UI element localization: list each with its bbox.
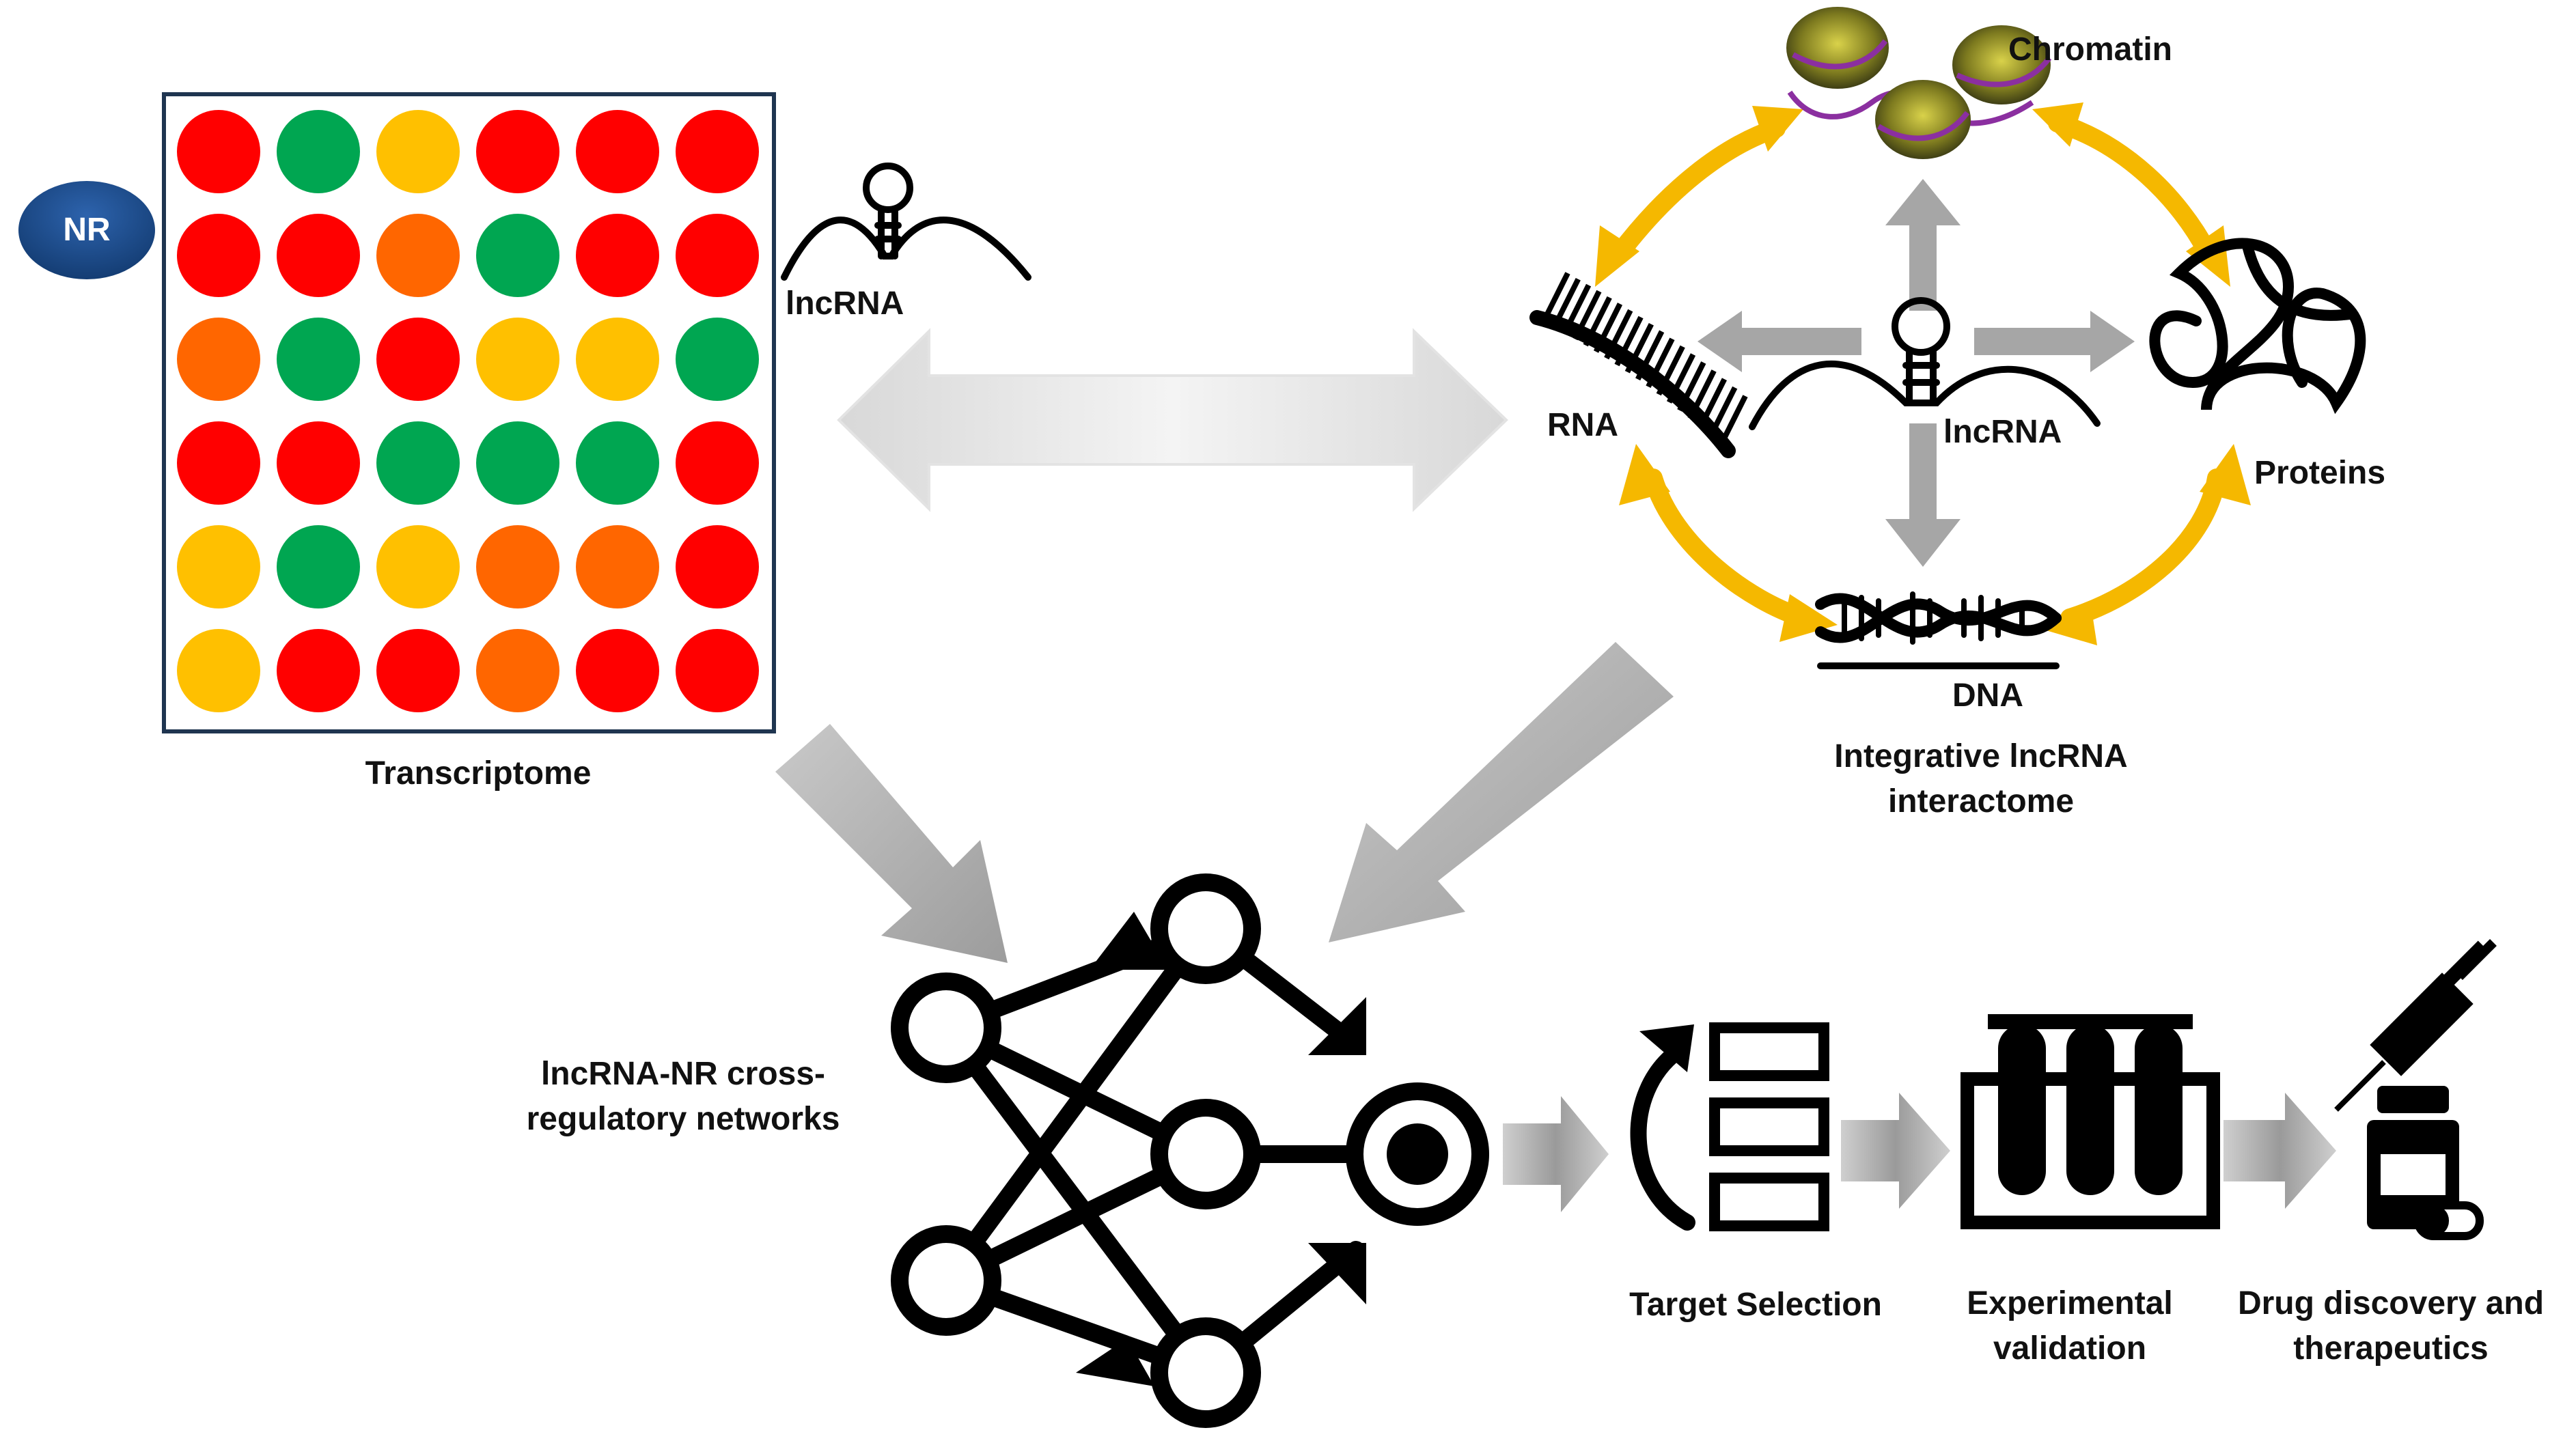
rna-tooth <box>1666 353 1696 404</box>
syringe-icon <box>2334 939 2497 1112</box>
arrow-interactome-to-network <box>1329 642 1674 942</box>
network-icon <box>891 873 1489 1428</box>
transcriptome-dot <box>676 318 759 401</box>
nr-badge <box>18 181 155 279</box>
transcriptome-dot <box>177 318 260 401</box>
lncrna-label-center: lncRNA <box>1943 414 2062 450</box>
network-label-line1: lncRNA-NR cross- <box>540 1056 826 1092</box>
drug-discovery-label: Drug discovery and therapeutics <box>2220 1281 2562 1371</box>
rna-tooth <box>1593 303 1623 353</box>
transcriptome-dot <box>376 629 460 712</box>
transcriptome-dot <box>576 525 659 608</box>
pipeline-arrows <box>1503 1093 2336 1212</box>
rna-tooth <box>1708 386 1738 437</box>
interactome-caption: Integrative lncRNA interactome <box>1749 734 2213 824</box>
rna-tooth <box>1604 309 1633 360</box>
transcriptome-dot <box>676 525 759 608</box>
rna-label: RNA <box>1547 407 1618 443</box>
test-tubes-icon <box>1961 1014 2220 1229</box>
interaction-arrowheads <box>1595 102 2251 645</box>
drug-discovery-label-line1: Drug discovery and <box>2237 1285 2545 1321</box>
proteins-icon <box>2149 238 2366 415</box>
transcriptome-dot <box>376 318 460 401</box>
rna-tooth <box>1687 369 1717 420</box>
transcriptome-dot <box>277 421 360 505</box>
lncrna-hairpin-center-icon <box>1749 297 2101 430</box>
medicine-bottle-icon <box>2367 1086 2484 1240</box>
rna-tooth <box>1573 290 1602 341</box>
transcriptome-dot <box>676 629 759 712</box>
rna-tooth <box>1698 378 1727 428</box>
lncrna-label-left: lncRNA <box>786 285 904 322</box>
rna-icon <box>1529 272 1748 458</box>
transcriptome-dot <box>476 421 559 505</box>
transcriptome-dot <box>576 214 659 297</box>
target-selection-label: Target Selection <box>1629 1287 1882 1323</box>
transcriptome-dot <box>576 629 659 712</box>
dna-icon <box>1815 591 2062 669</box>
rna-tooth <box>1614 316 1644 367</box>
transcriptome-dot <box>277 110 360 193</box>
proteins-label: Proteins <box>2254 455 2386 491</box>
arrow-transcriptome-to-network <box>775 724 1008 963</box>
transcriptome-dot <box>277 318 360 401</box>
transcriptome-dot <box>376 110 460 193</box>
rna-tooth <box>1624 322 1654 374</box>
drug-discovery-label-line2: therapeutics <box>2293 1330 2489 1367</box>
validation-label: Experimental validation <box>1913 1281 2227 1371</box>
transcriptome-dot <box>676 421 759 505</box>
chromatin-label: Chromatin <box>2008 31 2172 68</box>
transcriptome-dot <box>476 318 559 401</box>
rna-tooth <box>1551 277 1581 328</box>
interaction-arrows <box>1609 113 2226 628</box>
transcriptome-dot <box>576 110 659 193</box>
transcriptome-frame <box>162 92 776 733</box>
interactome-caption-line2: interactome <box>1887 783 2075 820</box>
transcriptome-dot <box>376 525 460 608</box>
transcriptome-dot <box>476 629 559 712</box>
transcriptome-dot <box>576 318 659 401</box>
dna-label: DNA <box>1952 677 2023 714</box>
transcriptome-dot <box>177 525 260 608</box>
transcriptome-dot <box>576 421 659 505</box>
validation-label-line1: Experimental <box>1967 1285 2173 1321</box>
transcriptome-dot <box>676 110 759 193</box>
nr-label: NR <box>63 212 111 248</box>
transcriptome-dot <box>476 110 559 193</box>
transcriptome-label: Transcriptome <box>365 755 592 792</box>
bidirectional-arrow-icon <box>837 328 1508 512</box>
transcriptome-dot <box>376 214 460 297</box>
network-arrowheads <box>1076 912 1366 1386</box>
transcriptome-dot <box>277 629 360 712</box>
network-label-line2: regulatory networks <box>526 1101 840 1137</box>
rna-tooth <box>1656 345 1685 396</box>
network-output-core-icon <box>1387 1123 1448 1185</box>
rna-tooth <box>1635 330 1665 381</box>
interactome-caption-line1: Integrative lncRNA <box>1834 738 2128 774</box>
transcriptome-dot <box>277 525 360 608</box>
network-label: lncRNA-NR cross- regulatory networks <box>492 1052 874 1142</box>
validation-label-line2: validation <box>1993 1330 2147 1367</box>
rna-tooth <box>1677 361 1706 412</box>
transcriptome-dot <box>177 629 260 712</box>
transcriptome-dot <box>676 214 759 297</box>
chromatin-icon <box>1786 7 2052 159</box>
transcriptome-dot <box>177 214 260 297</box>
target-selection-icon <box>1630 1022 1829 1231</box>
transcriptome-dot <box>177 110 260 193</box>
transcriptome-grid <box>177 110 759 712</box>
rna-tooth <box>1646 337 1675 389</box>
rna-tooth <box>1541 272 1570 322</box>
transcriptome-dot <box>177 421 260 505</box>
lncrna-radial-arrows <box>1698 179 2135 567</box>
transcriptome-dot <box>376 421 460 505</box>
lncrna-hairpin-left-icon <box>781 163 1031 281</box>
rna-tooth <box>1583 296 1612 347</box>
transcriptome-dot <box>277 214 360 297</box>
rna-tooth <box>1719 395 1748 445</box>
transcriptome-dot <box>476 525 559 608</box>
rna-tooth <box>1562 283 1592 335</box>
transcriptome-dot <box>476 214 559 297</box>
